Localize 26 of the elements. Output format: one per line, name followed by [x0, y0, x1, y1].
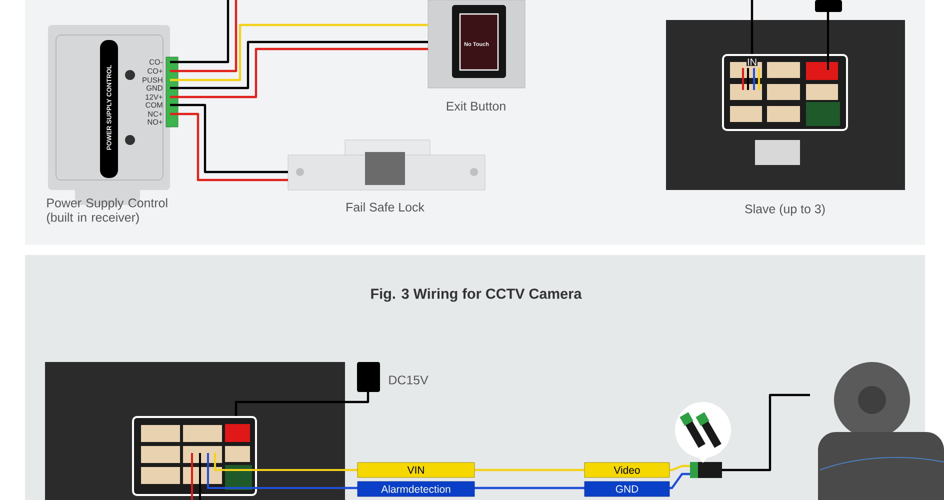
monitor-drawing	[45, 362, 345, 500]
wire	[345, 392, 370, 404]
wire	[170, 104, 288, 174]
node-label: Slave (up to 3)	[745, 204, 825, 216]
wire	[170, 0, 238, 72]
figure-title: Fig. 3 Wiring for CCTV Camera	[371, 288, 582, 302]
wire-label: GND	[584, 481, 670, 497]
node-label: Power Supply Control (built in receiver)	[46, 198, 168, 224]
wire	[170, 48, 428, 98]
node-label: DC15V	[389, 376, 428, 384]
node-label: Fail Safe Lock	[346, 202, 424, 212]
wire	[722, 394, 810, 472]
camera-drawing	[818, 362, 944, 500]
wire-label: Video	[584, 462, 670, 478]
dc-jack-drawing	[690, 462, 722, 478]
power-adapter	[815, 0, 842, 12]
wire	[170, 24, 428, 82]
node-label: Exit Button	[446, 101, 506, 111]
wire	[750, 0, 754, 20]
wire-label: Alarmdetection	[357, 481, 475, 497]
wire	[170, 112, 288, 182]
wire	[826, 12, 830, 20]
port-label: IN	[746, 58, 758, 66]
wire-label: VIN	[357, 462, 475, 478]
wire	[170, 0, 230, 64]
wire	[170, 40, 428, 90]
